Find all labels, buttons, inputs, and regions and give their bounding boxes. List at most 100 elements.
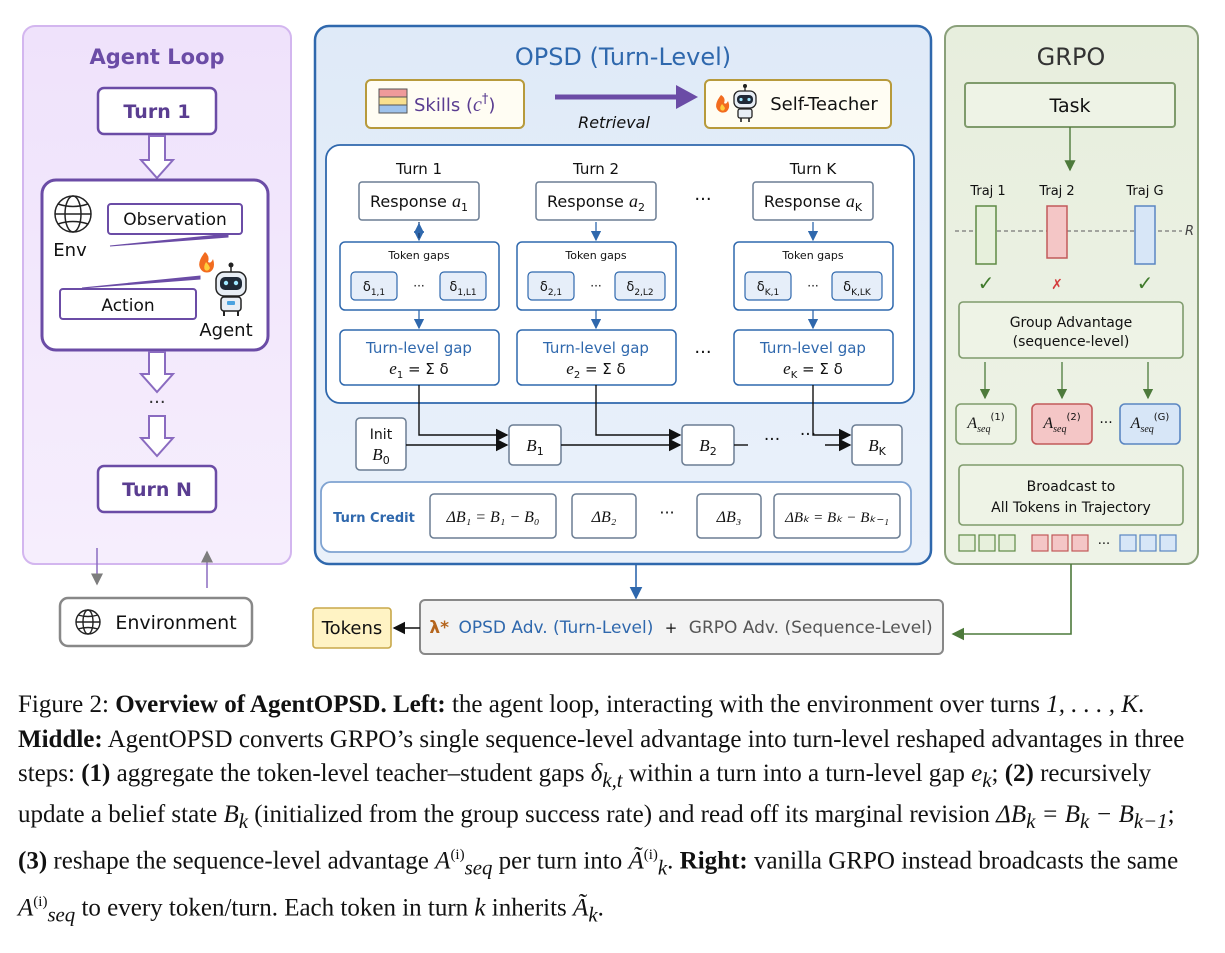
turn-1-label: Turn 1 bbox=[123, 101, 190, 123]
self-teacher-label: Self-Teacher bbox=[770, 94, 878, 115]
group-advantage-line2: (sequence-level) bbox=[1013, 334, 1130, 350]
token-gaps-label: Token gaps bbox=[387, 249, 449, 262]
retrieval-label: Retrieval bbox=[578, 113, 650, 132]
turn-level-gap-formula: e1 = Σ δ bbox=[389, 359, 448, 381]
hollow-arrow-down-3 bbox=[138, 415, 176, 458]
delta-last: δ2,L2 bbox=[626, 280, 653, 298]
fire-icon bbox=[199, 252, 214, 273]
fire-icon bbox=[716, 95, 730, 113]
self-teacher-box: Self-Teacher bbox=[704, 79, 892, 129]
tokens-label: Tokens bbox=[321, 618, 383, 639]
token-ellipsis: ··· bbox=[1098, 537, 1110, 552]
agent-loop-panel: Agent Loop Turn 1 Env Observation Acti bbox=[22, 25, 292, 565]
response-label: Response aK bbox=[764, 191, 863, 214]
figure-caption: Figure 2: Overview of AgentOPSD. Left: t… bbox=[18, 691, 1185, 927]
turn-level-gap-label: Turn-level gap bbox=[365, 339, 472, 357]
combined-advantage-text: λ* OPSD Adv. (Turn-Level) + GRPO Adv. (S… bbox=[429, 618, 932, 638]
arrow-grpo-to-advantage bbox=[951, 564, 1072, 641]
loop-box: Env Observation Action bbox=[40, 178, 270, 352]
skills-box: Skills (c†) bbox=[365, 79, 525, 129]
turn-title: Turn 2 bbox=[572, 160, 619, 178]
robot-icon bbox=[215, 262, 247, 316]
traj-g-mark: ✓ bbox=[1137, 271, 1154, 295]
agent-label: Agent bbox=[199, 320, 252, 341]
skills-icon bbox=[378, 88, 408, 114]
credit-3: ΔB₃ bbox=[716, 509, 742, 526]
environment-box: Environment bbox=[58, 596, 254, 648]
turn-title: Turn K bbox=[789, 160, 838, 178]
b0-label: B0 bbox=[372, 445, 389, 467]
delta-dots: ··· bbox=[590, 279, 601, 293]
delta-first: δ1,1 bbox=[363, 280, 385, 298]
action-wedge bbox=[81, 275, 201, 289]
traj-1-label: Traj 1 bbox=[969, 184, 1005, 199]
token-gaps-label: Token gaps bbox=[781, 249, 843, 262]
b2-label: B2 bbox=[699, 436, 716, 458]
task-label: Task bbox=[1048, 95, 1090, 117]
turn-1-box: Turn 1 bbox=[96, 86, 218, 136]
turn-credit-panel: Turn Credit ΔB₁ = B₁ − B₀ ΔB₂ ··· ΔB₃ ΔB… bbox=[320, 481, 912, 553]
delta-first: δK,1 bbox=[757, 280, 779, 298]
turn-level-gap-label: Turn-level gap bbox=[759, 339, 866, 357]
group-advantage-line1: Group Advantage bbox=[1010, 315, 1133, 331]
observation-label: Observation bbox=[123, 210, 227, 230]
traj-2-label: Traj 2 bbox=[1038, 184, 1074, 199]
environment-label: Environment bbox=[115, 612, 236, 634]
traj-g-bar bbox=[1134, 205, 1156, 265]
opsd-panel: OPSD (Turn-Level) Skills (c†) Retrieval bbox=[313, 24, 933, 566]
globe-icon bbox=[54, 195, 92, 233]
env-label: Env bbox=[53, 240, 87, 261]
aseq-1: Aseq(1) bbox=[966, 412, 1004, 435]
observation-wedge bbox=[109, 233, 229, 247]
response-label: Response a2 bbox=[547, 191, 645, 214]
turn-level-gap-formula: e2 = Σ δ bbox=[566, 359, 625, 381]
traj-2-bar bbox=[1046, 205, 1068, 259]
retrieval-arrowhead bbox=[676, 85, 698, 109]
aseq-2: Aseq(2) bbox=[1042, 412, 1080, 435]
delta-dots: ··· bbox=[807, 279, 818, 293]
bk-label: BK bbox=[868, 436, 886, 458]
turn-column-2: Turn 2 Response a2 Token gaps δ2,1 ··· δ… bbox=[516, 160, 677, 386]
grpo-panel: GRPO Task Traj 1 Traj 2 Traj G R ✓ ✗ ✓ G… bbox=[944, 25, 1199, 565]
opsd-title: OPSD (Turn-Level) bbox=[515, 43, 731, 71]
token-gaps-label: Token gaps bbox=[564, 249, 626, 262]
broadcast-line1: Broadcast to bbox=[1027, 479, 1116, 495]
aseq-g: Aseq(G) bbox=[1130, 412, 1170, 435]
broadcast-line2: All Tokens in Trajectory bbox=[991, 500, 1151, 516]
delta-last: δ1,L1 bbox=[449, 280, 476, 298]
aseq-ellipsis: ··· bbox=[1099, 415, 1112, 431]
delta-first: δ2,1 bbox=[540, 280, 562, 298]
action-label: Action bbox=[101, 296, 154, 316]
response-label: Response a1 bbox=[370, 191, 468, 214]
threshold-label: R bbox=[1185, 224, 1194, 239]
init-label: Init bbox=[370, 427, 393, 443]
credit-k: ΔBₖ = Bₖ − Bₖ₋₁ bbox=[784, 510, 889, 526]
turn-title: Turn 1 bbox=[395, 160, 442, 178]
belief-chain: Init B0 B1 B2 BK ··· ··· bbox=[355, 385, 903, 471]
token-squares: ··· bbox=[958, 534, 1177, 552]
grpo-title: GRPO bbox=[1037, 43, 1106, 71]
skills-label: Skills (c†) bbox=[414, 92, 495, 116]
b1-label: B1 bbox=[526, 436, 543, 458]
turn-column-1: Turn 1 Response a1 Token gaps δ1,1 ··· δ… bbox=[339, 160, 500, 386]
agent-loop-title: Agent Loop bbox=[89, 45, 224, 69]
chain-ellipsis-2: ··· bbox=[800, 425, 816, 445]
agent-loop-ellipsis: ··· bbox=[148, 392, 165, 413]
traj-1-bar bbox=[975, 205, 997, 265]
credit-ellipsis: ··· bbox=[659, 503, 674, 522]
traj-2-mark: ✗ bbox=[1051, 277, 1063, 293]
tokens-box: Tokens bbox=[312, 607, 392, 649]
robot-icon bbox=[733, 84, 757, 122]
turns-ellipsis-top: ··· bbox=[694, 189, 711, 210]
turn-level-gap-formula: eK = Σ δ bbox=[783, 359, 843, 381]
chain-ellipsis: ··· bbox=[764, 430, 780, 450]
turns-ellipsis-mid: ··· bbox=[694, 342, 711, 363]
hollow-arrow-down-1 bbox=[138, 135, 176, 180]
turn-credit-label: Turn Credit bbox=[333, 511, 415, 526]
hollow-arrow-down-2 bbox=[138, 351, 176, 394]
delta-last: δK,LK bbox=[843, 280, 872, 298]
traj-g-label: Traj G bbox=[1125, 184, 1163, 199]
turn-n-label: Turn N bbox=[122, 479, 192, 501]
combined-advantage-box: λ* OPSD Adv. (Turn-Level) + GRPO Adv. (S… bbox=[419, 599, 944, 655]
turn-level-gap-label: Turn-level gap bbox=[542, 339, 649, 357]
